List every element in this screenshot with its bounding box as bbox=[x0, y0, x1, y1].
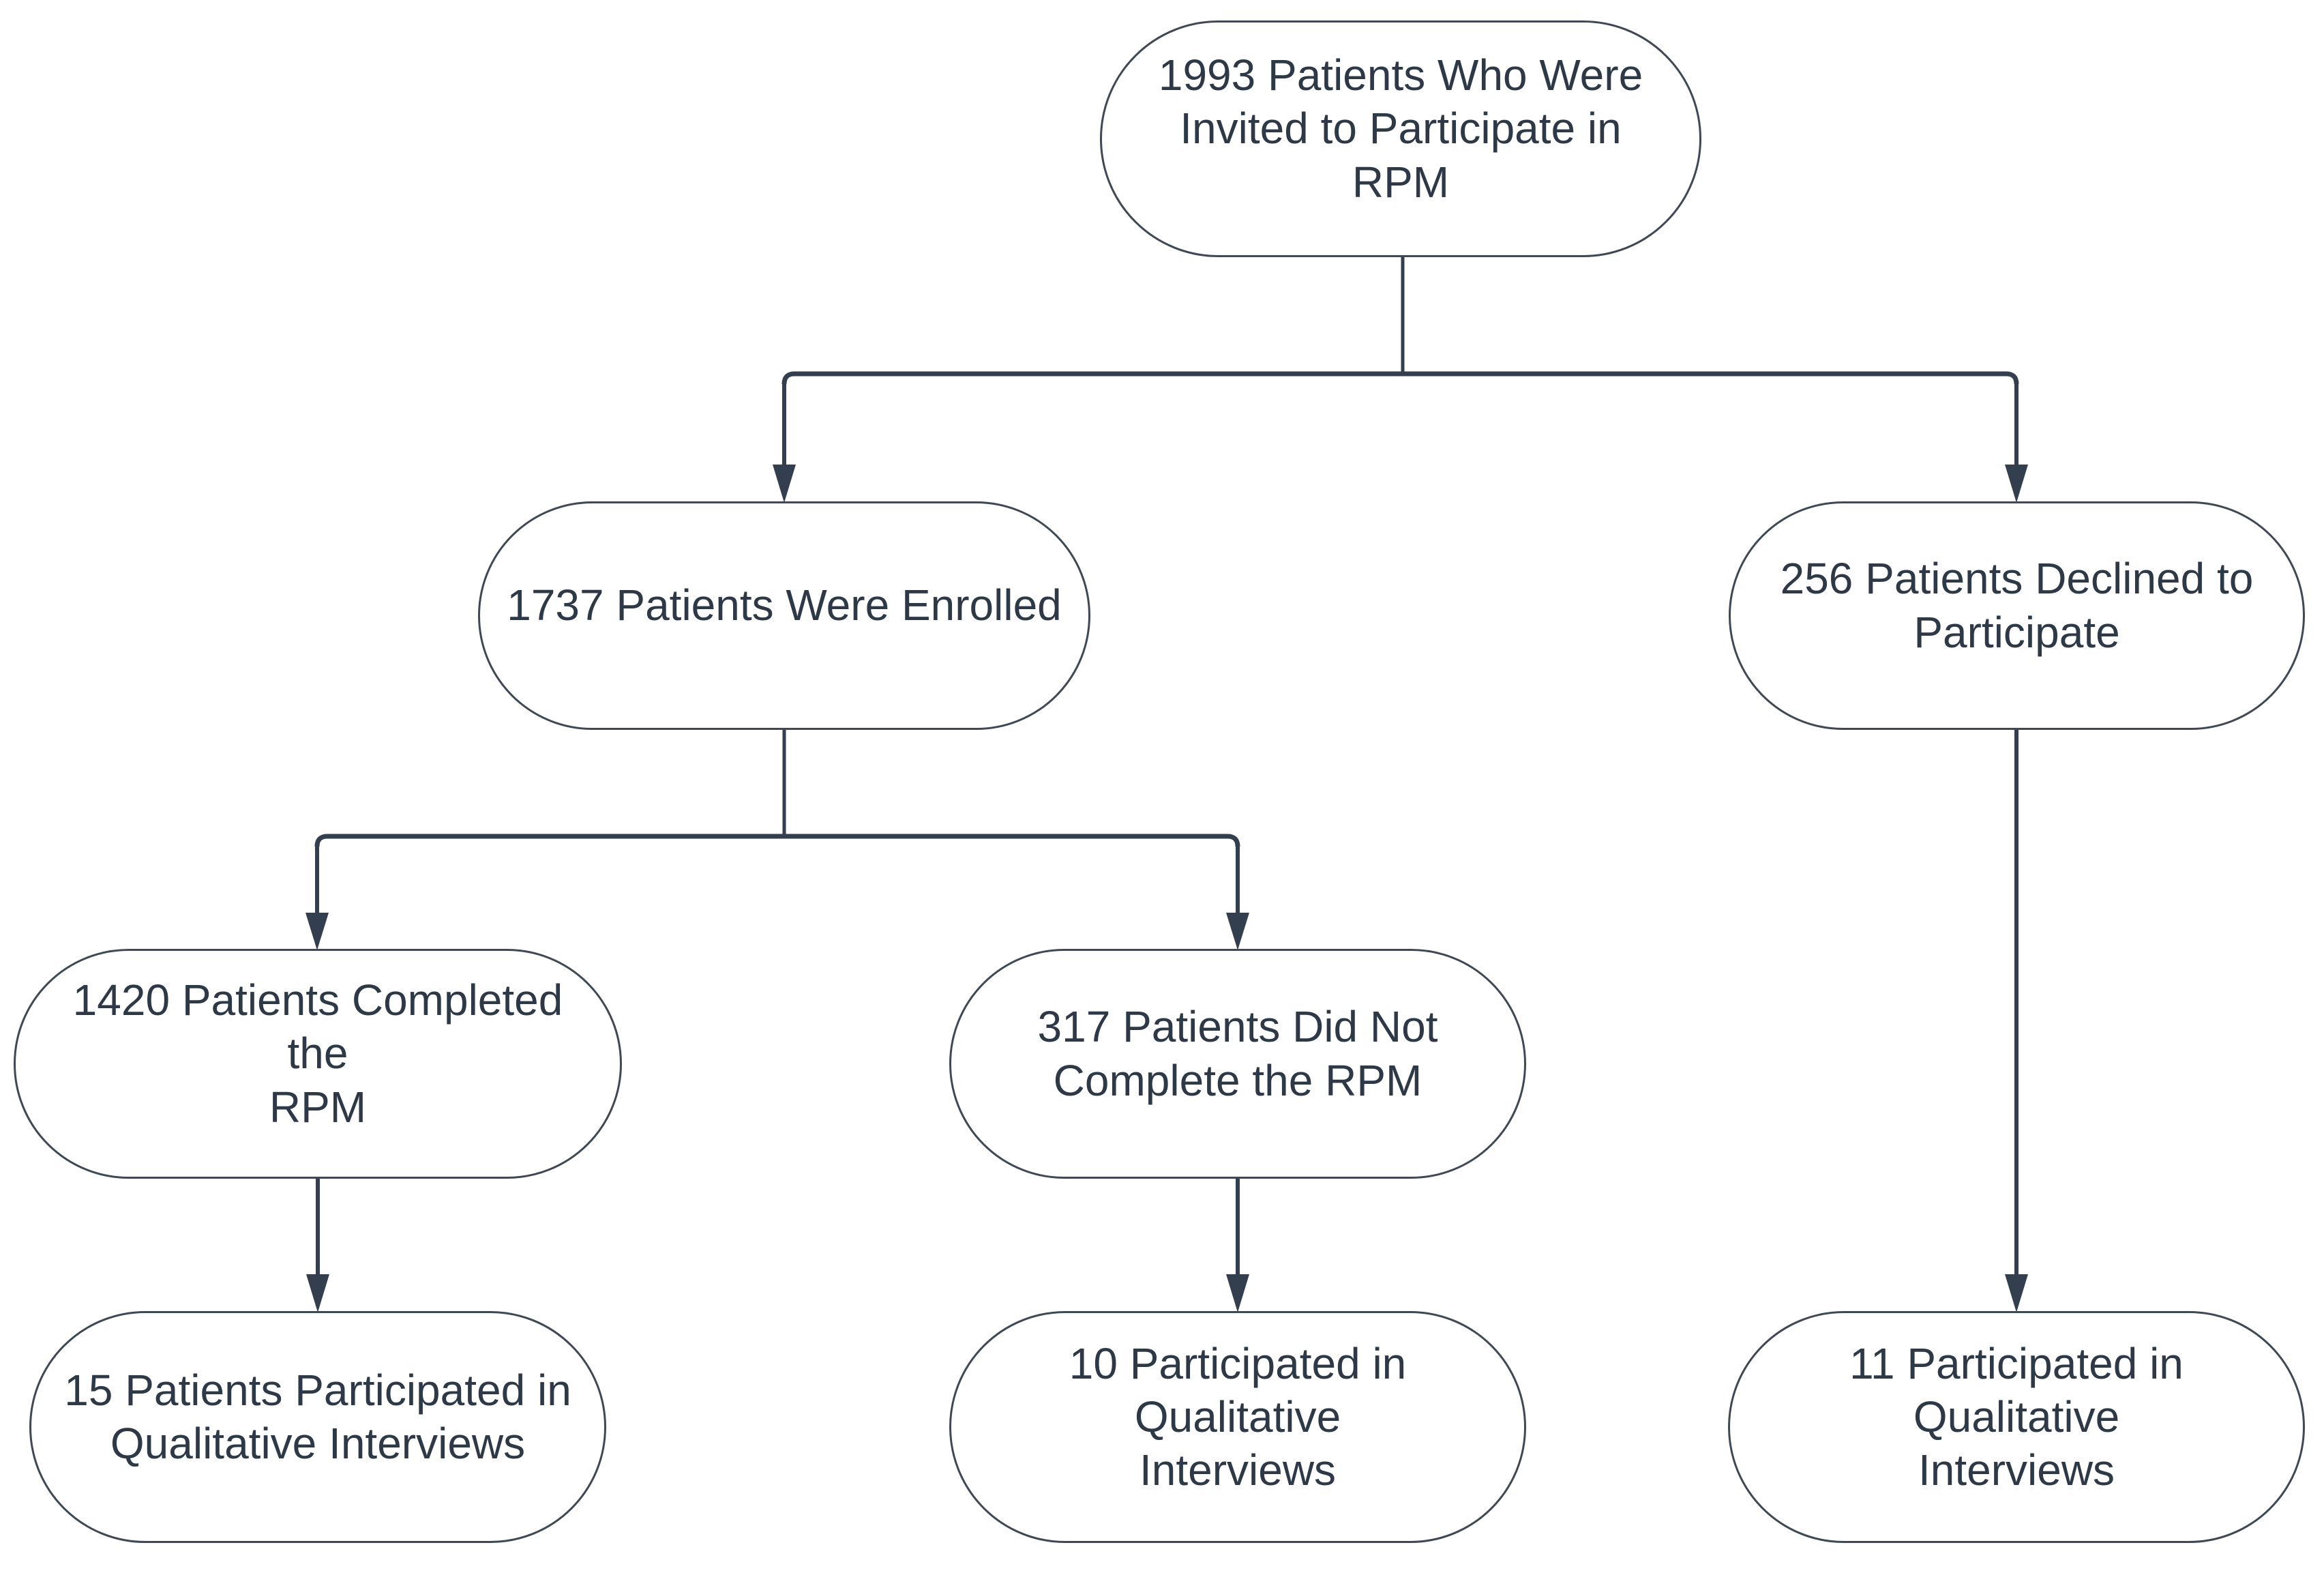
node-completed-interviews: 15 Patients Participated in Qualitative … bbox=[29, 1311, 606, 1543]
edge-declined-interviews bbox=[2005, 730, 2028, 1312]
node-decliner-interviews: 11 Participated in Qualitative Interview… bbox=[1728, 1311, 2305, 1543]
edge-completed-interviews-arrowhead bbox=[306, 1274, 329, 1312]
edge-enrolled-notcompleted-arrowhead bbox=[1226, 913, 1249, 950]
edge-enrolled-completed bbox=[306, 844, 329, 950]
edge-declined-interviews-arrowhead bbox=[2005, 1274, 2028, 1312]
node-completed-rpm: 1420 Patients Completed the RPM bbox=[14, 949, 622, 1179]
node-enrolled-label: 1737 Patients Were Enrolled bbox=[507, 580, 1062, 630]
edge-invited-split bbox=[781, 257, 2019, 385]
node-completed-rpm-label: 1420 Patients Completed the RPM bbox=[72, 975, 563, 1132]
node-did-not-complete-rpm-label: 317 Patients Did Not Complete the RPM bbox=[1037, 1002, 1438, 1105]
edge-enrolled-split-rail bbox=[314, 834, 1240, 847]
node-completed-interviews-label: 15 Patients Participated in Qualitative … bbox=[64, 1365, 571, 1468]
edge-notcompleted-interviews-arrowhead bbox=[1226, 1274, 1249, 1312]
edge-invited-declined-arrowhead bbox=[2005, 465, 2028, 503]
edge-enrolled-notcompleted bbox=[1226, 844, 1249, 950]
edge-enrolled-completed-arrowhead bbox=[306, 913, 329, 950]
node-enrolled: 1737 Patients Were Enrolled bbox=[478, 501, 1090, 730]
edge-notcompleted-interviews bbox=[1226, 1179, 1249, 1312]
node-decliner-interviews-label: 11 Participated in Qualitative Interview… bbox=[1849, 1338, 2184, 1495]
node-did-not-complete-rpm: 317 Patients Did Not Complete the RPM bbox=[949, 949, 1526, 1179]
node-declined: 256 Patients Declined to Participate bbox=[1729, 501, 2305, 730]
node-noncompleter-interviews-label: 10 Participated in Qualitative Interview… bbox=[1069, 1338, 1407, 1495]
edge-invited-split-rail bbox=[781, 371, 2019, 385]
edge-invited-enrolled-arrowhead bbox=[773, 465, 796, 503]
node-invited-label: 1993 Patients Who Were Invited to Partic… bbox=[1158, 50, 1643, 207]
edge-invited-enrolled bbox=[773, 382, 796, 503]
edge-invited-declined bbox=[2005, 382, 2028, 503]
node-noncompleter-interviews: 10 Participated in Qualitative Interview… bbox=[949, 1311, 1526, 1543]
edge-enrolled-split bbox=[314, 730, 1240, 847]
edge-completed-interviews bbox=[306, 1179, 329, 1312]
node-invited: 1993 Patients Who Were Invited to Partic… bbox=[1100, 20, 1701, 257]
node-declined-label: 256 Patients Declined to Participate bbox=[1780, 554, 2254, 657]
